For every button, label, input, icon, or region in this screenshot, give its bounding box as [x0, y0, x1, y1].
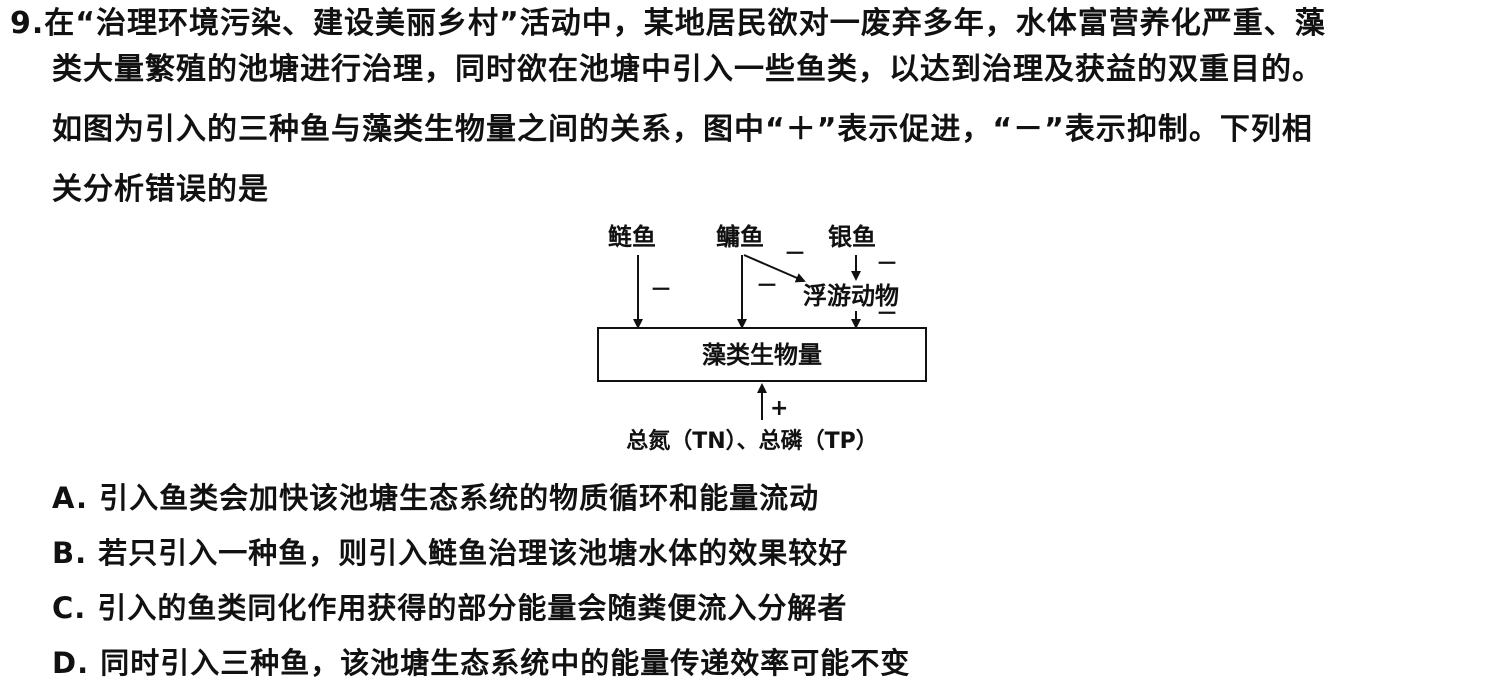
option-d-letter: D.	[52, 646, 90, 680]
question-stem-line-4: 关分析错误的是	[52, 172, 269, 207]
option-a[interactable]: A. 引入鱼类会加快该池塘生态系统的物质循环和能量流动	[52, 478, 819, 518]
minus-sign-zooplankton: －	[876, 302, 898, 327]
option-d[interactable]: D. 同时引入三种鱼，该池塘生态系统中的能量传递效率可能不变	[52, 643, 910, 683]
question-stem-text: 在“治理环境污染、建设美丽乡村”活动中，某地居民欲对一废弃多年，水体富营养化严重…	[44, 6, 1326, 41]
fish-label-bighead-carp: 鳙鱼	[716, 223, 764, 251]
minus-sign-bighead-carp-zooplankton: －	[784, 242, 806, 267]
algae-biomass-label: 藻类生物量	[702, 341, 822, 369]
option-c[interactable]: C. 引入的鱼类同化作用获得的部分能量会随粪便流入分解者	[52, 588, 847, 628]
algae-biomass-box	[597, 327, 927, 382]
option-c-text: 引入的鱼类同化作用获得的部分能量会随粪便流入分解者	[97, 591, 848, 625]
minus-sign-icefish: －	[876, 252, 898, 277]
fish-label-silver-carp: 鲢鱼	[608, 223, 656, 251]
question-number: 9.	[10, 6, 45, 41]
question-stem-line-1: 9.在“治理环境污染、建设美丽乡村”活动中，某地居民欲对一废弃多年，水体富营养化…	[10, 4, 1326, 44]
option-d-text: 同时引入三种鱼，该池塘生态系统中的能量传递效率可能不变	[100, 646, 911, 680]
option-a-text: 引入鱼类会加快该池塘生态系统的物质循环和能量流动	[99, 481, 820, 515]
minus-sign-bighead-carp-algae: －	[756, 274, 778, 299]
option-b-text: 若只引入一种鱼，则引入鲢鱼治理该池塘水体的效果较好	[98, 536, 849, 570]
fish-label-icefish: 银鱼	[828, 223, 876, 251]
plus-sign-nutrients: +	[770, 396, 788, 421]
option-c-letter: C.	[52, 591, 87, 625]
option-b[interactable]: B. 若只引入一种鱼，则引入鲢鱼治理该池塘水体的效果较好	[52, 533, 848, 573]
question-stem-line-3: 如图为引入的三种鱼与藻类生物量之间的关系，图中“＋”表示促进，“－”表示抑制。下…	[52, 112, 1313, 147]
option-a-letter: A.	[52, 481, 88, 515]
zooplankton-label: 浮游动物	[803, 282, 899, 310]
option-b-letter: B.	[52, 536, 88, 570]
question-stem-line-2: 类大量繁殖的池塘进行治理，同时欲在池塘中引入一些鱼类，以达到治理及获益的双重目的…	[52, 52, 1323, 87]
food-web-diagram: 鲢鱼 鳙鱼 银鱼 浮游动物 － － － － － 藻类生物量 + 总氮（TN）、总…	[597, 223, 927, 454]
arrow-bighead-carp-to-zooplankton	[743, 254, 806, 283]
minus-sign-silver-carp: －	[650, 278, 672, 303]
nutrients-label: 总氮（TN）、总磷（TP）	[626, 428, 878, 454]
